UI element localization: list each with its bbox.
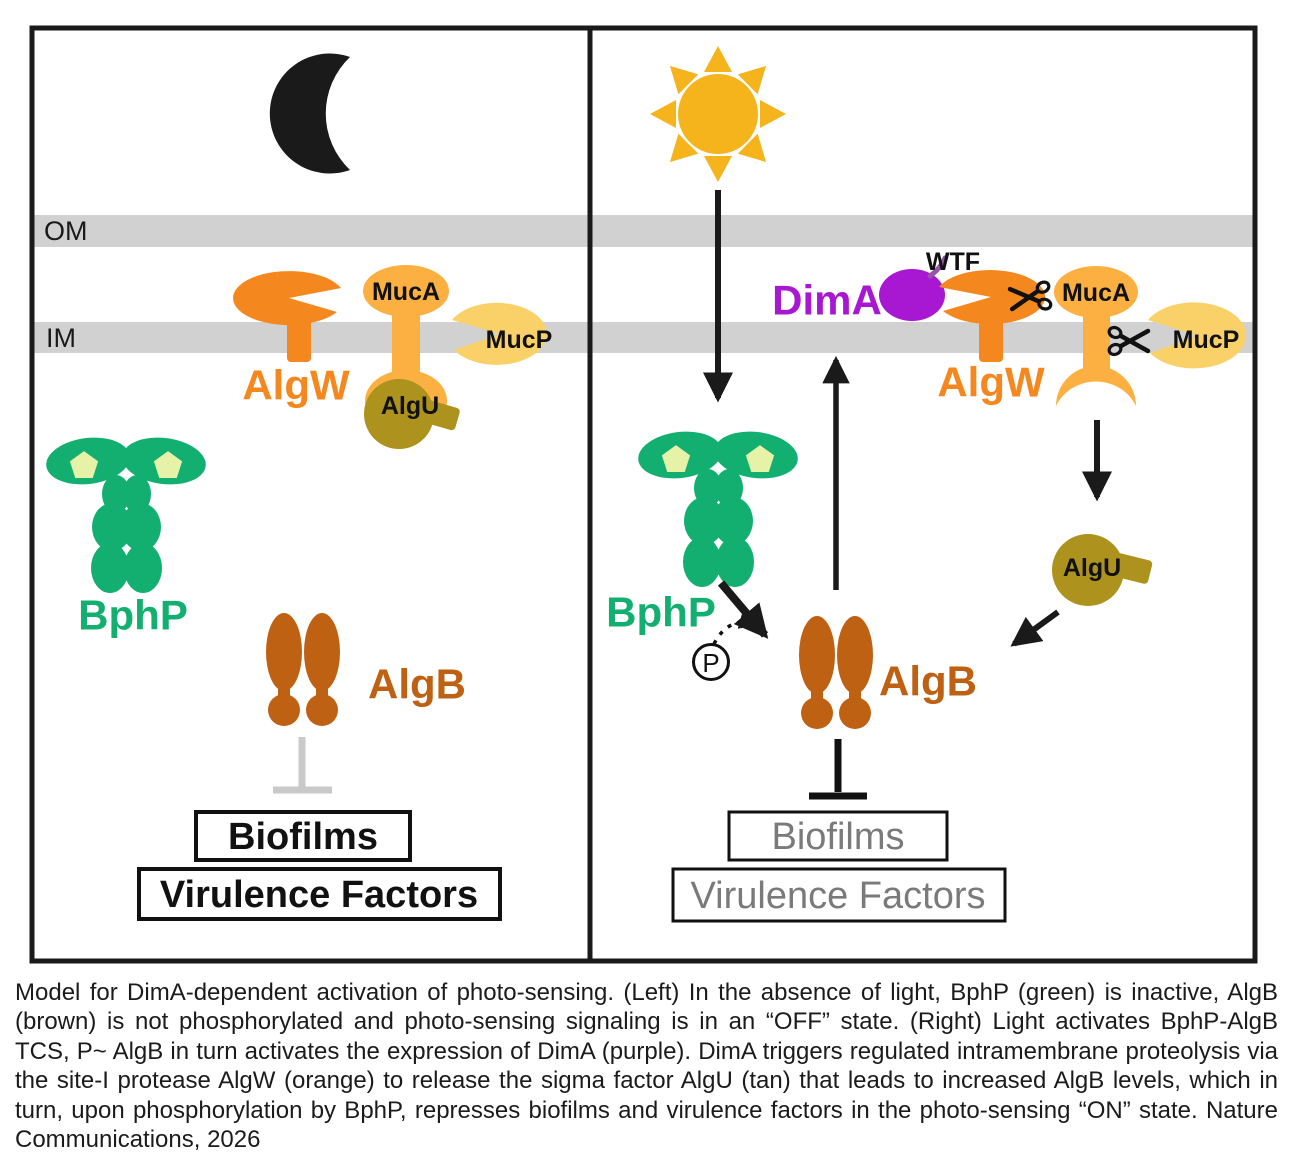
- muca-label: MucA: [1062, 279, 1130, 307]
- muca-periplasmic-domain: [1054, 266, 1138, 318]
- sun-icon: [650, 46, 786, 182]
- phosphate-circle-icon: [692, 643, 730, 681]
- biofilms-box-label: Biofilms: [228, 816, 378, 858]
- model-figure: OM IM AlgW MucA AlgU MucP BphP AlgB: [29, 25, 1258, 964]
- figure-caption: Model for DimA-dependent activation of p…: [15, 979, 1278, 1154]
- algw-stem: [287, 314, 311, 362]
- muca-periplasmic-domain: [363, 265, 449, 317]
- bphp-protein: [41, 431, 211, 595]
- mucp-protein-shape: [1148, 302, 1246, 369]
- algu-sigma-factor-shape: [1052, 534, 1153, 606]
- bphp-label: BphP: [78, 592, 188, 639]
- bphp-protein: [633, 425, 803, 589]
- inner-membrane-label: IM: [46, 323, 76, 353]
- algb-protein: [799, 616, 873, 729]
- muca-label: MucA: [372, 278, 440, 306]
- virulence-factors-box-label: Virulence Factors: [160, 874, 478, 916]
- algb-label: AlgB: [879, 658, 977, 705]
- wtf-motif-label: WTF: [926, 248, 980, 276]
- mucp-label: MucP: [1173, 326, 1240, 354]
- moon-icon: [269, 53, 350, 174]
- dima-protein-shape: [879, 269, 945, 321]
- bphp-label: BphP: [606, 589, 716, 636]
- phosphate-label: P: [702, 648, 719, 678]
- algw-label: AlgW: [242, 362, 350, 409]
- outer-membrane-label: OM: [44, 216, 88, 246]
- virulence-factors-box-label: Virulence Factors: [691, 875, 986, 917]
- inner-membrane-band: [34, 322, 1255, 353]
- biofilms-box-label: Biofilms: [771, 816, 904, 858]
- algu-label: AlgU: [1063, 554, 1121, 582]
- algb-protein: [266, 613, 340, 726]
- biofilms-box: [727, 810, 949, 862]
- right-panel-light-condition: DimA WTF AlgW MucA MucP AlgU BphP: [606, 46, 1246, 923]
- algw-protein-shape: [233, 271, 341, 326]
- mucp-label: MucP: [486, 326, 553, 354]
- active-repression-tbar: [809, 739, 867, 800]
- outer-membrane-band: [34, 215, 1255, 247]
- dima-tail: [927, 255, 948, 279]
- algw-label: AlgW: [937, 359, 1045, 406]
- muca-stem: [1083, 302, 1110, 374]
- bphp-to-algb-arrow: [717, 580, 769, 639]
- phosphotransfer-dashed-arrow: [712, 610, 759, 645]
- algu-sigma-factor-shape: [364, 379, 460, 449]
- virulence-factors-box: [671, 867, 1007, 923]
- inactive-repression-tbar: [273, 737, 332, 794]
- virulence-factors-box: [137, 867, 502, 921]
- algw-protein-shape: [939, 270, 1046, 325]
- muca-cleaved-crescent: [1056, 366, 1136, 406]
- figure-border: [29, 25, 1258, 964]
- mucp-protein-shape: [452, 302, 547, 365]
- biofilms-box: [194, 810, 412, 862]
- algu-label: AlgU: [381, 392, 439, 420]
- dima-label: DimA: [772, 277, 882, 324]
- algu-to-algb-arrow: [1010, 609, 1060, 647]
- algb-label: AlgB: [368, 661, 466, 708]
- left-panel-dark-condition: AlgW MucA AlgU MucP BphP AlgB Biofilms V…: [41, 53, 553, 921]
- algw-stem: [979, 314, 1003, 362]
